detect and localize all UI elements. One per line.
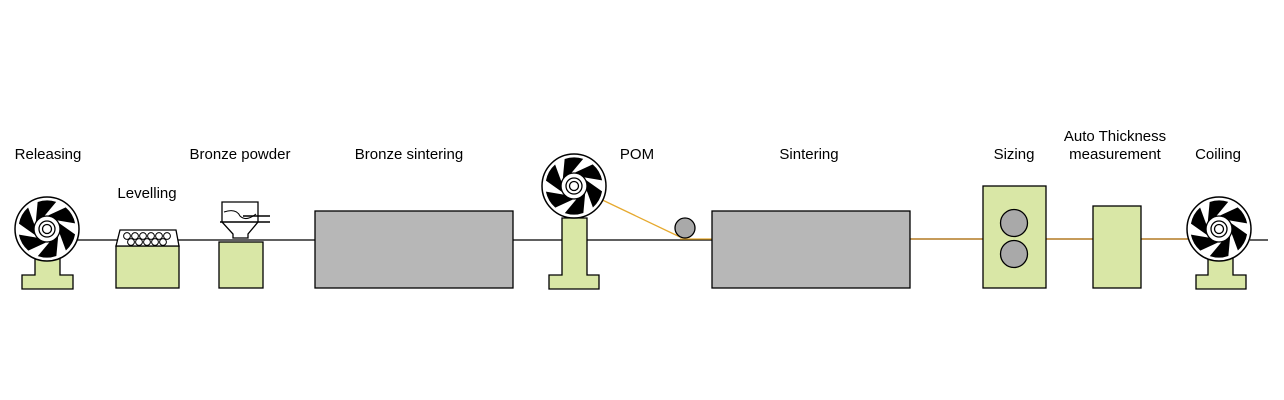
releasing-label: Releasing [15,146,82,163]
thickness-gauge [1092,205,1142,289]
coiling-label: Coiling [1195,146,1241,163]
pom-stand [548,217,600,290]
sintering-furnace [711,210,911,289]
thickness-station: Auto Thickness measurement [1064,128,1166,289]
coiling-station: Coiling [1185,146,1253,290]
sizing-upper-roll [999,208,1029,238]
sizing-lower-roll [999,239,1029,269]
powder-hopper-icon [221,201,259,239]
sizing-station: Sizing [982,146,1047,289]
releasing-station: Releasing [13,146,82,290]
pom-reel-icon [540,150,608,222]
thickness-label-line1: Auto Thickness [1064,128,1166,145]
pom-press-roller [674,217,696,239]
powder-base [218,241,264,289]
levelling-base [115,245,180,289]
bronze-sintering-furnace [314,210,514,289]
coiling-reel-icon [1185,193,1253,265]
bronze-powder-label: Bronze powder [190,146,291,163]
levelling-station: Levelling [115,185,180,289]
sizing-label: Sizing [994,146,1035,163]
powder-fill-line [223,210,257,220]
sintering-label: Sintering [779,146,838,163]
levelling-label: Levelling [117,185,176,202]
releasing-reel-icon [13,193,81,265]
thickness-label-line2: measurement [1069,146,1162,163]
bronze-sintering-station: Bronze sintering [314,146,514,289]
sintering-station: Sintering [711,146,911,289]
pom-station: POM [540,146,654,290]
bronze-sintering-label: Bronze sintering [355,146,463,163]
bronze-powder-station: Bronze powder [190,146,291,289]
levelling-rollers-icon [123,232,171,246]
pom-label: POM [620,146,654,163]
